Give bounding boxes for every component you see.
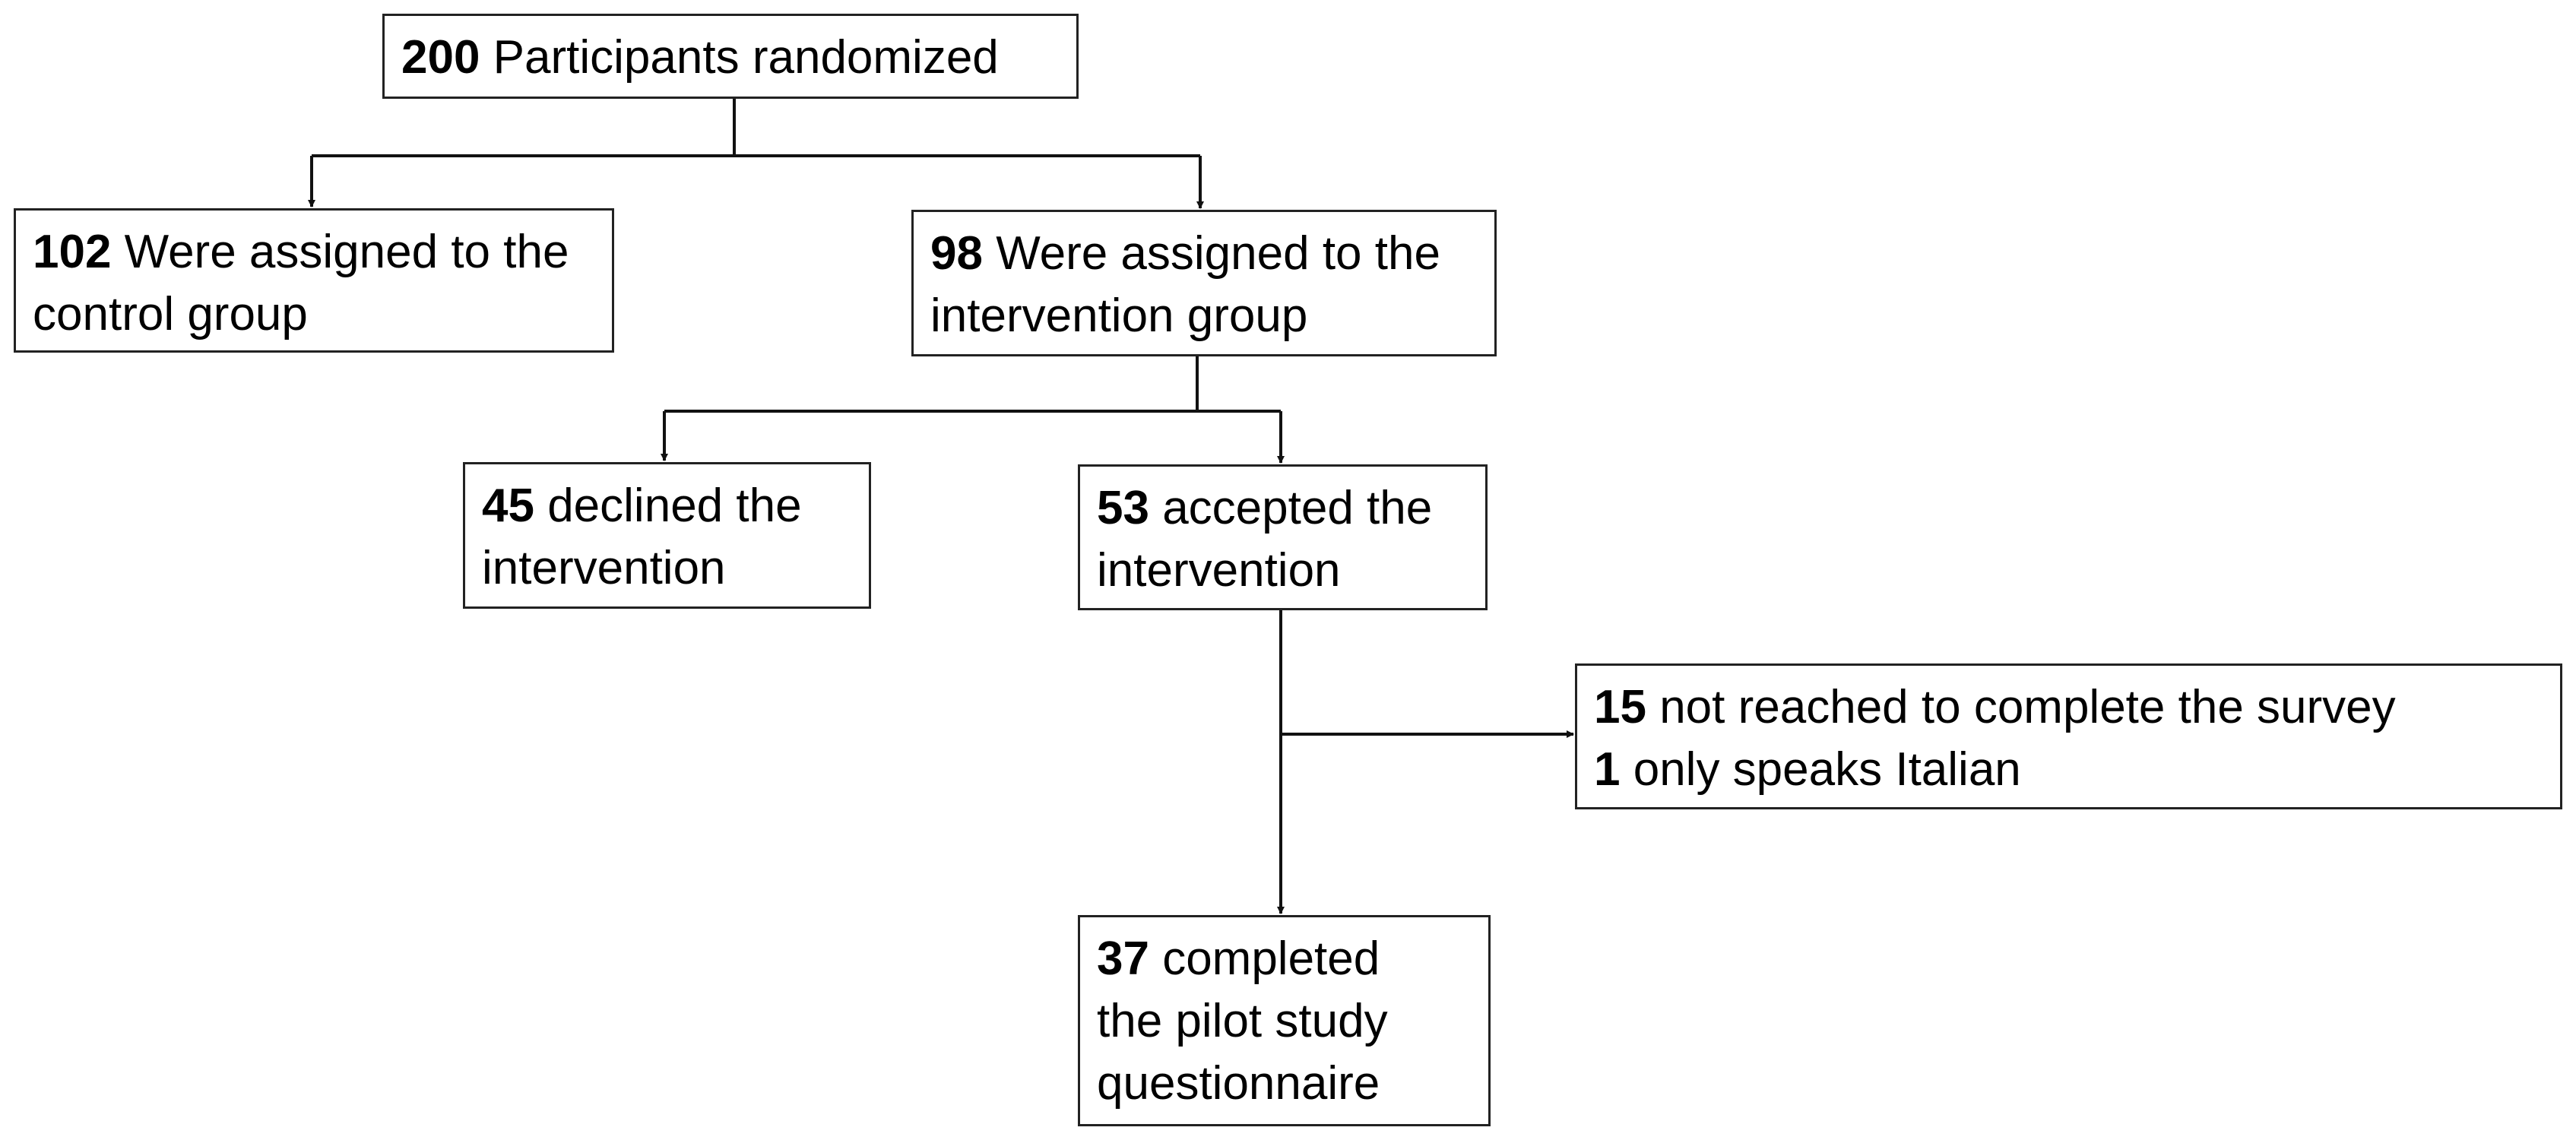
excluded-not-reached-count: 15 xyxy=(1594,681,1646,733)
excluded-italian-count: 1 xyxy=(1594,743,1621,796)
randomized-line: 200 Participants randomized xyxy=(401,27,1060,89)
accepted-line-2: intervention xyxy=(1097,544,1341,597)
control-line-1: 102 Were assigned to the xyxy=(33,221,595,283)
box-completed: 37 completed the pilot study questionnai… xyxy=(1078,915,1491,1126)
declined-count: 45 xyxy=(482,480,534,532)
excluded-line-1: 15 not reached to complete the survey xyxy=(1594,676,2543,739)
control-line-2: control group xyxy=(33,288,308,340)
randomized-text: Participants randomized xyxy=(480,31,999,84)
excluded-line-2: 1 only speaks Italian xyxy=(1594,739,2543,801)
box-intervention: 98 Were assigned to the intervention gro… xyxy=(911,210,1497,356)
excluded-not-reached-text: not reached to complete the survey xyxy=(1646,681,2396,733)
excluded-italian-text: only speaks Italian xyxy=(1620,743,2021,796)
intervention-count: 98 xyxy=(930,227,983,280)
declined-line-2: intervention xyxy=(482,542,726,594)
box-control: 102 Were assigned to the control group xyxy=(14,208,614,353)
declined-text-1: declined the xyxy=(534,480,802,532)
box-randomized: 200 Participants randomized xyxy=(382,14,1079,99)
declined-line-1: 45 declined the xyxy=(482,475,852,537)
completed-line-1: 37 completed xyxy=(1097,928,1472,990)
control-text-1: Were assigned to the xyxy=(111,226,569,278)
intervention-line-1: 98 Were assigned to the xyxy=(930,223,1478,285)
box-accepted: 53 accepted the intervention xyxy=(1078,464,1488,610)
completed-line-3: questionnaire xyxy=(1097,1057,1380,1110)
accepted-text-1: accepted the xyxy=(1149,482,1433,534)
intervention-line-2: intervention group xyxy=(930,290,1308,342)
completed-count: 37 xyxy=(1097,933,1149,985)
completed-text-1: completed xyxy=(1149,933,1380,985)
randomized-count: 200 xyxy=(401,31,480,84)
control-count: 102 xyxy=(33,226,112,278)
box-excluded: 15 not reached to complete the survey 1 … xyxy=(1575,663,2562,809)
accepted-count: 53 xyxy=(1097,482,1149,534)
box-declined: 45 declined the intervention xyxy=(463,462,871,609)
intervention-text-1: Were assigned to the xyxy=(982,227,1440,280)
completed-line-2: the pilot study xyxy=(1097,995,1388,1047)
accepted-line-1: 53 accepted the xyxy=(1097,477,1469,540)
